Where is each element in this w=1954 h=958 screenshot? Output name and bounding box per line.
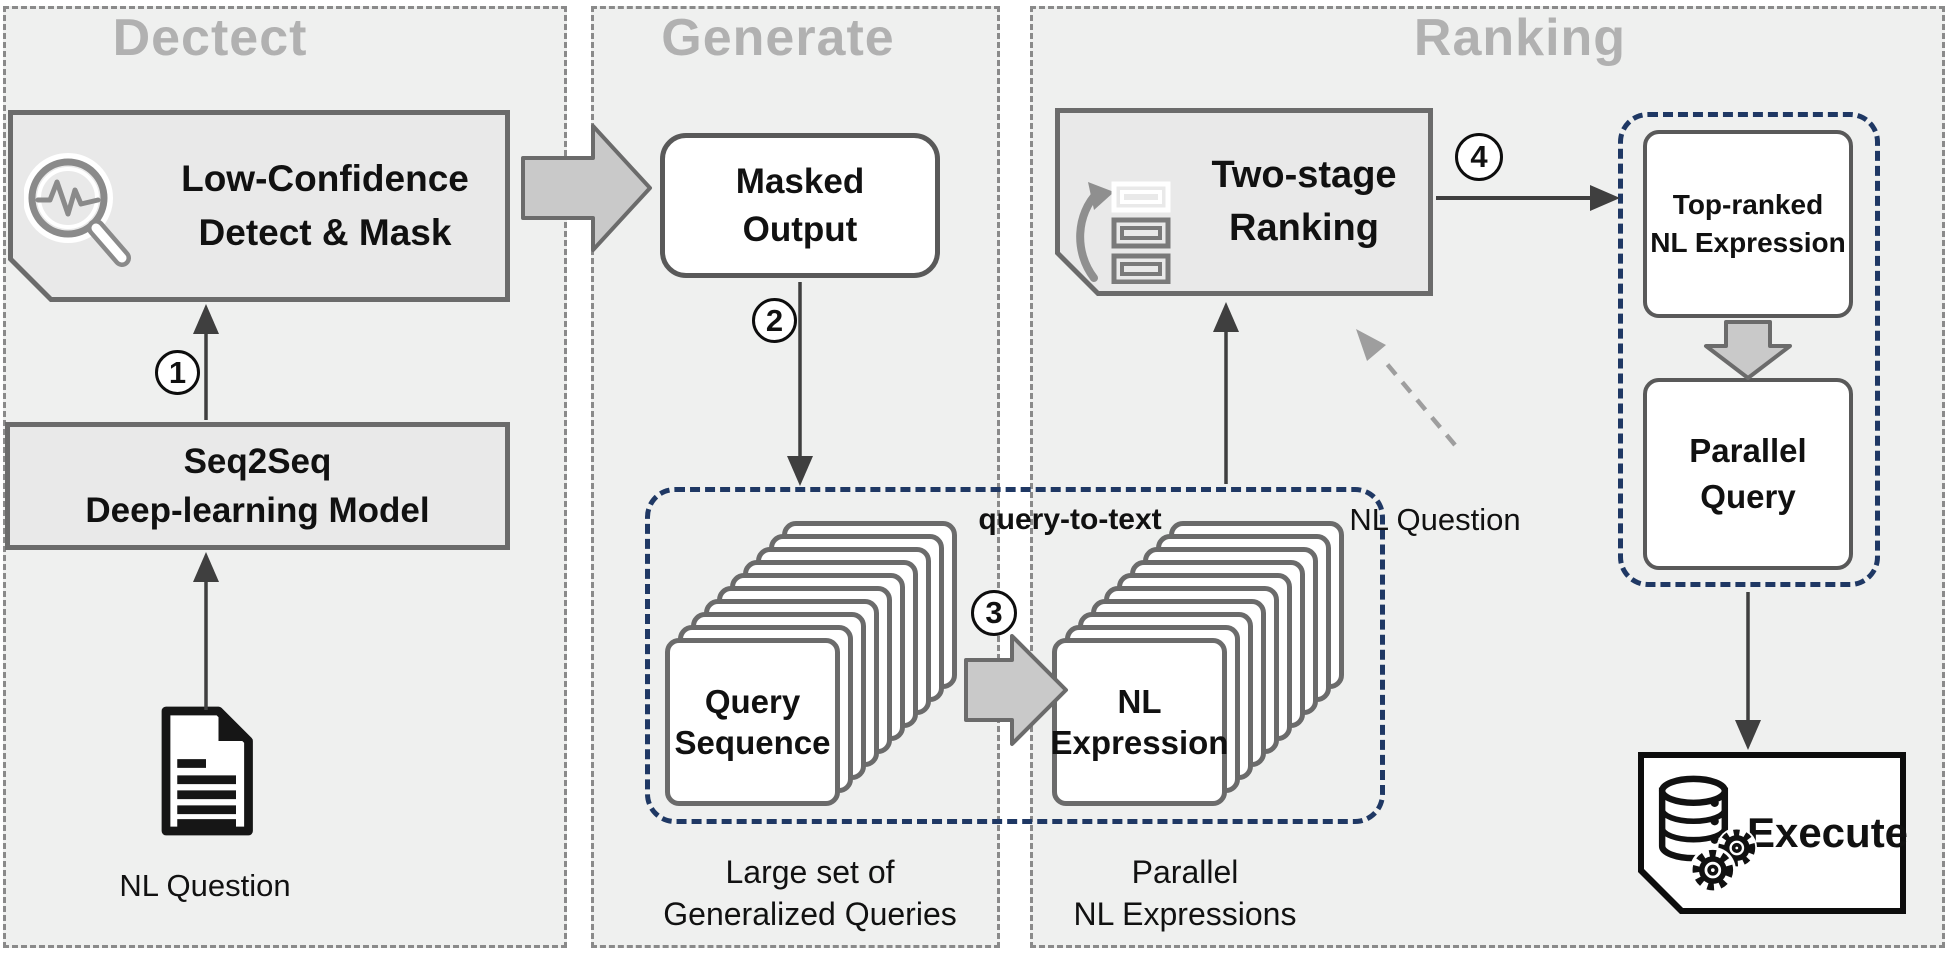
database-gears-icon [1658, 775, 1758, 894]
execute-box-label: Execute [1746, 809, 1909, 856]
nl-expression-card: NL Expression [1051, 638, 1228, 806]
parallel-nl-caption: Parallel NL Expressions [1073, 854, 1297, 932]
ranking-section-title: Ranking [1413, 9, 1627, 67]
query-sequence-stack: Query Sequence [665, 521, 957, 806]
waveform-magnifier-icon [24, 153, 131, 267]
two-stage-box-label: Two-stage Ranking [1211, 153, 1397, 249]
step-2-badge: 2 [752, 298, 797, 343]
step-1-badge: 1 [155, 350, 200, 395]
query-to-text-container [645, 487, 1385, 824]
seq2seq-box: Seq2Seq Deep-learning Model [5, 422, 510, 550]
parallel-query-box: Parallel Query [1643, 378, 1853, 570]
ranked-list-icon [1076, 181, 1171, 284]
masked-output-box: Masked Output [660, 133, 940, 278]
document-icon [161, 706, 253, 836]
step-4-badge: 4 [1455, 133, 1503, 181]
low-confidence-box-label: Low-Confidence Detect & Mask [181, 158, 469, 253]
query-to-text-label: query-to-text [978, 503, 1162, 536]
top-ranked-container [1618, 112, 1880, 587]
step-3-badge: 3 [971, 590, 1017, 636]
query-sequence-card: Query Sequence [665, 638, 840, 806]
ranking-nl-question-label: NL Question [1349, 502, 1521, 537]
nl-expression-stack: NL Expression [1051, 521, 1344, 806]
top-ranked-nl-expression-box: Top-ranked NL Expression [1643, 130, 1853, 318]
nl-question-label: NL Question [119, 868, 291, 903]
detect-section-title: Dectect [112, 9, 308, 67]
generate-section-title: Generate [661, 9, 895, 67]
large-set-caption: Large set of Generalized Queries [663, 854, 957, 932]
